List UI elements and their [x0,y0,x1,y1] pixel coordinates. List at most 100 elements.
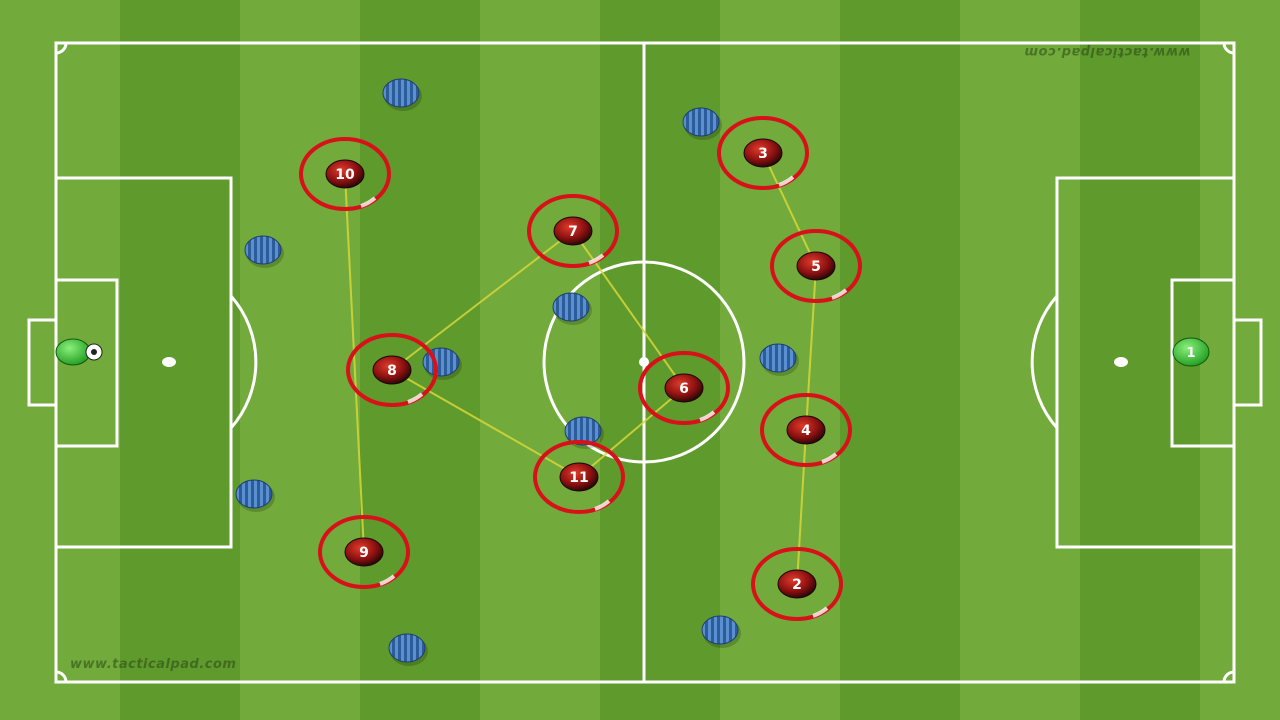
ring-highlight [379,574,396,586]
away-player-marker [235,479,273,509]
ball-layer [85,343,103,361]
home-player-marker [786,415,826,445]
corner-arc-top-right [1222,42,1235,55]
formation-link-5-4 [805,265,817,431]
formation-link-3-5 [762,152,817,267]
away-player-marker [759,343,797,373]
away-team [55,78,799,666]
left-penalty-arc [229,295,258,429]
away-player[interactable] [382,78,422,111]
home-player-marker [796,251,836,281]
corner-arc-bottom-left [55,670,68,683]
player-number: 7 [568,224,578,240]
away-player-marker [382,78,420,108]
away-goalkeeper-marker [55,338,91,366]
watermark-top: www.tacticalpad.com [1024,44,1191,59]
center-circle [542,260,746,464]
ring-highlight [588,253,605,265]
selection-ring [527,194,619,268]
selection-ring [638,351,730,425]
selection-ring [751,547,843,621]
away-player-marker [388,633,426,663]
home-player-marker [325,159,365,189]
player-number: 2 [792,577,802,593]
selection-ring [318,515,410,589]
home-player-marker [553,216,593,246]
home-player-marker [664,373,704,403]
ring-highlight [699,410,716,422]
right-penalty-spot [1114,357,1128,367]
player-number: 3 [758,146,768,162]
ball-patch [91,349,97,355]
home-goalkeeper[interactable]: 1 [1172,337,1210,367]
away-player-marker [701,615,739,645]
ring-highlight [831,288,848,300]
away-player[interactable] [759,343,799,376]
left-goal [27,318,58,407]
away-player-marker [564,416,602,446]
home-player-marker [344,537,384,567]
corner-arc-bottom-right [1222,670,1235,683]
goalkeeper-number: 1 [1186,346,1195,361]
home-player-11[interactable]: 11 [533,440,625,514]
player-number: 10 [335,167,355,183]
formation-link-10-9 [344,173,365,553]
home-player-2[interactable]: 2 [751,547,843,621]
formation-link-7-6 [572,230,685,389]
away-player-marker [552,292,590,322]
ball[interactable] [85,343,103,361]
selection-ring [346,333,438,407]
home-player-marker [743,138,783,168]
right-goal [1232,318,1263,407]
home-player-marker [777,569,817,599]
away-player[interactable] [235,479,275,512]
away-player-marker [682,107,720,137]
pitch-markings [27,41,1263,684]
away-goalkeeper[interactable] [55,338,91,366]
ring-highlight [360,196,377,208]
home-player-marker [372,355,412,385]
player-number: 9 [359,545,369,561]
home-player-5[interactable]: 5 [770,229,862,303]
away-player[interactable] [682,107,722,140]
away-player[interactable] [552,292,592,325]
home-player-8[interactable]: 8 [346,333,438,407]
player-number: 8 [387,363,397,379]
formation-link-11-6 [578,387,685,478]
selection-ring [760,393,852,467]
pitch-spots [162,357,1128,367]
home-player-7[interactable]: 7 [527,194,619,268]
home-goalkeeper-marker [1172,337,1210,367]
right-penalty-arc [1030,295,1059,429]
selection-ring [299,137,391,211]
watermark-bottom: www.tacticalpad.com [70,657,237,672]
away-player[interactable] [701,615,741,648]
formation-link-8-11 [391,369,580,478]
formation-link-4-2 [796,429,807,585]
home-player-4[interactable]: 4 [760,393,852,467]
player-number: 5 [811,259,821,275]
away-player[interactable] [388,633,428,666]
center-spot [639,357,649,367]
left-penalty-spot [162,357,176,367]
home-player-9[interactable]: 9 [318,515,410,589]
ring-highlight [812,606,829,618]
away-player[interactable] [244,235,284,268]
player-number: 4 [801,423,811,439]
home-player-marker [559,462,599,492]
selection-ring [770,229,862,303]
ring-highlight [594,499,611,511]
player-number: 6 [679,381,689,397]
ring-highlight [821,452,838,464]
home-player-6[interactable]: 6 [638,351,730,425]
selection-ring [717,116,809,190]
ring-highlight [778,175,795,187]
selection-ring [533,440,625,514]
home-player-10[interactable]: 10 [299,137,391,211]
away-player-marker [244,235,282,265]
home-player-3[interactable]: 3 [717,116,809,190]
ring-highlight [407,392,424,404]
player-number: 11 [569,470,588,486]
